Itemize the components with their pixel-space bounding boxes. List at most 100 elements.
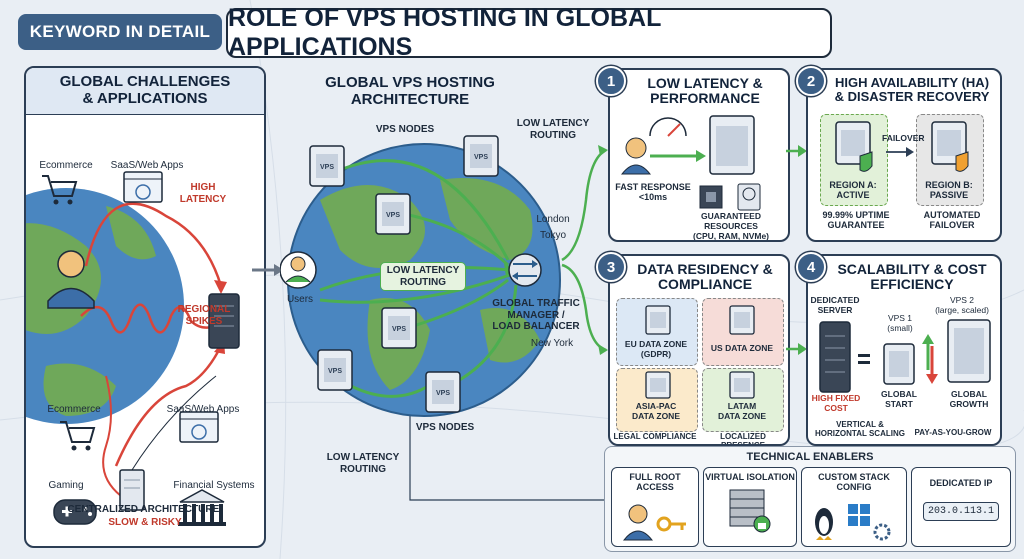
guaranteed-resources-label: GUARANTEED RESOURCES (CPU, RAM, NVMe) (692, 211, 770, 241)
speedometer-icon (649, 117, 687, 137)
section1-title: LOW LATENCY & PERFORMANCE (647, 75, 763, 106)
page-title: ROLE OF VPS HOSTING IN GLOBAL APPLICATIO… (226, 4, 832, 61)
panel-header: GLOBAL CHALLENGES & APPLICATIONS (26, 68, 264, 115)
vps2-label: VPS 2 (large, scaled) (935, 295, 989, 315)
vps-node-label: VPS (436, 390, 450, 397)
footer-line2: SLOW & RISKY (108, 516, 182, 528)
virtual-isolation-label: VIRTUAL ISOLATION (705, 472, 795, 482)
gtm-label: GLOBAL TRAFFIC MANAGER / LOAD BALANCER (492, 298, 580, 332)
isolation-illustration (729, 489, 771, 533)
vps-node-label: VPS (386, 212, 400, 219)
low-latency-routing-top: LOW LATENCY ROUTING (516, 118, 590, 141)
global-start-label: GLOBAL START (881, 389, 917, 409)
payg-label: PAY-AS-YOU-GROW (914, 428, 992, 437)
custom-stack-label: CUSTOM STACK CONFIG (818, 472, 890, 492)
shopping-cart-icon (42, 175, 78, 205)
vps-node-icon-6: VPS (425, 371, 461, 413)
panel-title-line1: GLOBAL CHALLENGES (59, 73, 231, 90)
panel-title-line2: & APPLICATIONS (82, 90, 208, 108)
london-label: London (536, 214, 570, 225)
vps-nodes-bottom-label: VPS NODES (415, 422, 475, 433)
root-access-card: FULL ROOT ACCESS (611, 467, 699, 547)
vps-large-icon (947, 319, 991, 383)
shield-warning-icon (955, 151, 969, 172)
flow-arrow-left (252, 264, 284, 276)
shield-check-icon (859, 151, 873, 172)
challenges-illustration (26, 171, 240, 526)
low-latency-routing-mid: LOW LATENCY ROUTING (380, 262, 466, 291)
legal-compliance-label: LEGAL COMPLIANCE (613, 432, 697, 441)
vps-small-icon (883, 343, 915, 385)
global-growth-label: GLOBAL GROWTH (949, 389, 989, 409)
virtual-isolation-card: VIRTUAL ISOLATION (703, 467, 797, 547)
root-access-label: FULL ROOT ACCESS (629, 472, 681, 492)
vps-node-label: VPS (328, 368, 342, 375)
gaming-label: Gaming (48, 480, 84, 491)
section3-badge: 3 (596, 252, 626, 282)
users-label: Users (286, 294, 314, 305)
architecture-title-line1: GLOBAL VPS HOSTING (325, 74, 495, 91)
localized-presence-label: LOCALIZED PRESENCE (720, 432, 766, 446)
custom-stack-card: CUSTOM STACK CONFIG (801, 467, 907, 547)
keyword-tag: KEYWORD IN DETAIL (18, 14, 222, 50)
high-fixed-cost-label: HIGH FIXED COST (811, 393, 861, 413)
saas-window-icon (123, 171, 163, 203)
flow-arrows-right (561, 145, 608, 355)
section-low-latency: LOW LATENCY & PERFORMANCE FAST RESPONSE … (608, 68, 790, 242)
regional-spikes-label: REGIONAL SPIKES (177, 304, 231, 327)
stack-illustration (815, 504, 891, 541)
central-server-icon (208, 293, 240, 349)
uptime-label: 99.99% UPTIME GUARANTEE (822, 210, 890, 231)
section4-illustration (819, 319, 991, 393)
section4-title: SCALABILITY & COST EFFICIENCY (837, 261, 987, 292)
section3-title: DATA RESIDENCY & COMPLIANCE (637, 261, 773, 292)
section-data-residency: DATA RESIDENCY & COMPLIANCE EU DATA ZONE… (608, 254, 790, 446)
gear-icon (873, 523, 891, 541)
automated-failover-label: AUTOMATED FAILOVER (923, 210, 981, 231)
ecommerce-label-top: Ecommerce (39, 160, 93, 171)
vps-node-icon-4: VPS (381, 307, 417, 349)
flow-arrow-1-2 (786, 145, 807, 157)
linux-penguin-icon (815, 508, 833, 540)
eu-zone-label: EU DATA ZONE (GDPR) (624, 339, 688, 359)
section2-title: HIGH AVAILABILITY (HA) & DISASTER RECOVE… (834, 75, 990, 104)
bank-icon (178, 489, 226, 526)
vps-node-label: VPS (392, 326, 406, 333)
vps-nodes-top-label: VPS NODES (375, 124, 435, 135)
dedicated-ip-card: DEDICATED IP 203.0.113.1 (911, 467, 1011, 547)
section-scalability: SCALABILITY & COST EFFICIENCY DEDICATED … (806, 254, 1002, 446)
root-access-illustration (622, 504, 686, 541)
fast-response-label: FAST RESPONSE <10ms (615, 182, 691, 203)
section4-badge: 4 (796, 252, 826, 282)
high-latency-label: HIGH LATENCY (179, 182, 227, 205)
financial-label: Financial Systems (173, 480, 255, 491)
key-icon (656, 516, 672, 532)
load-balancer-icon (508, 253, 542, 287)
region-a-label: REGION A: ACTIVE (829, 180, 877, 201)
section2-illustration (835, 121, 969, 172)
dedicated-server-label: DEDICATED SERVER (810, 295, 860, 315)
global-challenges-panel: GLOBAL CHALLENGES & APPLICATIONS (24, 66, 266, 548)
dedicated-server-icon (819, 321, 851, 393)
region-b-label: REGION B: PASSIVE (925, 180, 973, 201)
ecommerce-label-bottom: Ecommerce (47, 404, 101, 415)
architecture-title: GLOBAL VPS HOSTING ARCHITECTURE (320, 74, 500, 109)
equals-icon (858, 354, 870, 357)
person-icon (57, 250, 85, 278)
failover-label: FAILOVER (882, 133, 925, 143)
saas-label-top: SaaS/Web Apps (110, 160, 184, 171)
tokyo-label: Tokyo (539, 230, 567, 241)
gamepad-icon (53, 499, 97, 525)
person-icon (625, 137, 647, 159)
technical-enablers-panel: TECHNICAL ENABLERS FULL ROOT ACCESS VIRT… (604, 446, 1016, 552)
section2-badge: 2 (796, 66, 826, 96)
enablers-title: TECHNICAL ENABLERS (746, 451, 874, 463)
section-high-availability: HIGH AVAILABILITY (HA) & DISASTER RECOVE… (806, 68, 1002, 242)
vps-node-icon-5: VPS (317, 349, 353, 391)
section3-illustration (645, 305, 755, 399)
vps-node-icon-3: VPS (463, 135, 499, 177)
latam-zone-label: LATAM DATA ZONE (717, 401, 766, 421)
flow-arrow-3-4 (786, 343, 807, 355)
footer-line1: CENTRALIZED ARCHITECTURE: (67, 504, 223, 515)
low-latency-routing-bottom: LOW LATENCY ROUTING (326, 452, 400, 475)
